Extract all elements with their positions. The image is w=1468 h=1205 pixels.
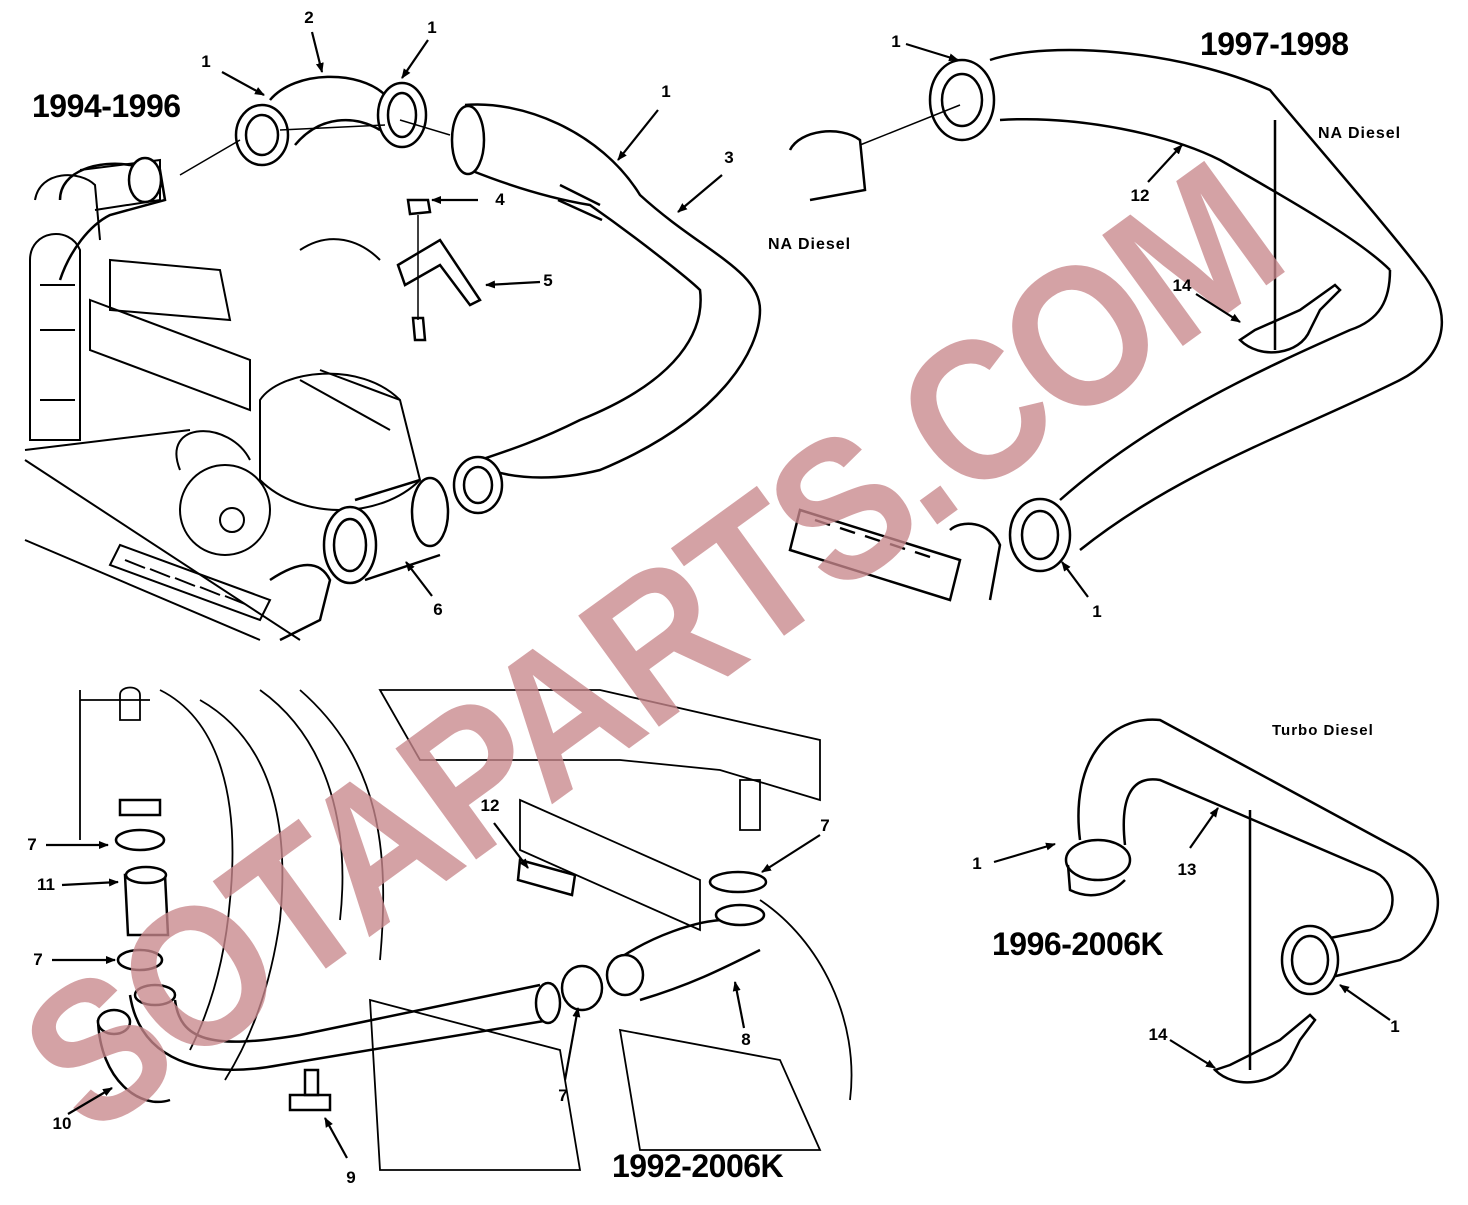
dashed-guide-lines [179,119,451,320]
fan-and-radiator-drawing [79,686,853,1171]
panel-variant-label: NA Diesel [1318,125,1402,142]
callout-number: 11 [37,875,55,894]
callout-number: 1 [661,82,671,101]
panel-year-label: 1996-2006K [992,926,1164,962]
callout-number: 1 [1390,1017,1400,1036]
hose-assembly-1994 [58,75,762,642]
callout-number: 6 [433,600,443,619]
callout-number: 1 [427,18,437,37]
panel-year-label: 1992-2006K [612,1148,784,1184]
callout-number: 12 [480,796,500,815]
callout-number: 2 [304,8,314,27]
callout-number: 1 [891,32,901,51]
callout-number: 8 [741,1030,751,1049]
panel-variant-label: Turbo Diesel [1272,722,1374,739]
dashed-guide-line [859,104,961,146]
callout-number: 1 [972,854,982,873]
watermark-logo: SOTAPARTS.COM [0,123,1315,1175]
callout-number: 7 [27,835,37,854]
panel-year-label: 1997-1998 [1200,26,1349,62]
panel-year-label: 1994-1996 [32,88,181,124]
callout-number: 13 [1177,860,1197,879]
callout-arrows [46,31,1391,1159]
callout-number: 10 [52,1114,72,1133]
callout-number: 1 [1092,602,1102,621]
svg-text:SOTAPARTS.COM: SOTAPARTS.COM [0,123,1315,1175]
hose-assembly-1992 [96,798,768,1112]
callout-number: 7 [33,950,43,969]
hose-assembly-1996 [1064,718,1440,1084]
callout-number: 7 [820,816,830,835]
callout-number: 3 [724,148,734,167]
callout-number: 1 [201,52,211,71]
hose-assembly-1997 [788,48,1444,602]
callout-number: 5 [543,271,553,290]
callout-number: 4 [495,190,505,209]
callout-number: 7 [558,1086,568,1105]
callout-number: 14 [1148,1025,1168,1044]
panel-variant-label: NA Diesel [768,236,852,253]
callout-number: 14 [1172,276,1192,295]
callout-number: 12 [1130,186,1150,205]
callout-number: 9 [346,1168,356,1187]
